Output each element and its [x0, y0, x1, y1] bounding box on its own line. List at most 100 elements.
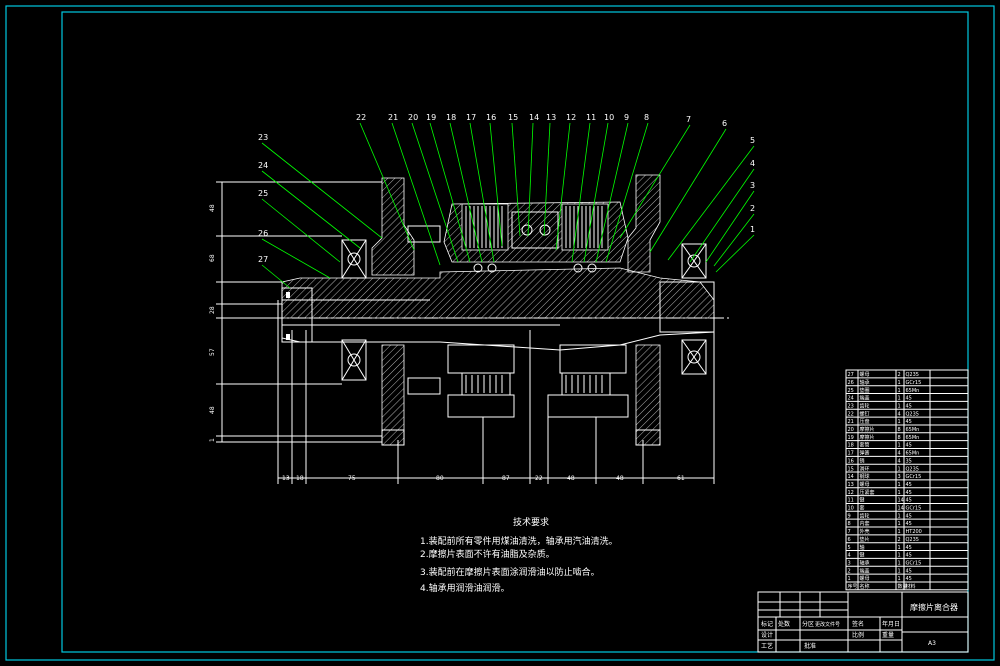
part-qty: 8 — [898, 435, 901, 441]
part-number-8: 8 — [644, 113, 649, 122]
part-number-24: 24 — [258, 161, 268, 170]
parts-header-name: 名称 — [860, 583, 870, 590]
part-number-labels: 1234567891011121314151617181920212223242… — [258, 113, 755, 264]
part-no: 5 — [848, 545, 851, 551]
part-material: 45 — [906, 513, 912, 519]
row-label-1: 处数 — [778, 620, 790, 628]
part-no: 8 — [848, 521, 851, 527]
dim-80: 80 — [436, 475, 444, 482]
part-no: 12 — [848, 490, 854, 496]
part-no: 23 — [848, 403, 854, 409]
part-number-4: 4 — [750, 159, 755, 168]
dim-48b: 48 — [616, 475, 624, 482]
leader-line-7 — [619, 124, 691, 239]
part-no: 26 — [848, 380, 854, 386]
part-qty: 2 — [898, 537, 901, 543]
clutch-assembly-section — [270, 174, 730, 446]
part-qty: 1 — [898, 529, 901, 535]
part-material: HT200 — [906, 529, 922, 535]
part-name: 垫片 — [860, 536, 870, 543]
note-3: 3.装配前在摩擦片表面涂润滑油以防止啮合。 — [420, 566, 600, 578]
part-name: 轴承 — [860, 559, 870, 566]
part-material: GCr15 — [906, 560, 922, 566]
part-number-10: 10 — [604, 113, 614, 122]
leader-line-2 — [713, 213, 755, 267]
part-qty: 1 — [898, 380, 901, 386]
part-no: 14 — [848, 474, 854, 480]
part-number-18: 18 — [446, 113, 456, 122]
part-no: 9 — [848, 513, 851, 519]
leader-line-15 — [511, 122, 521, 237]
leader-line-21 — [391, 122, 441, 266]
part-no: 18 — [848, 443, 854, 449]
dimension-lines — [216, 181, 715, 484]
part-qty: 1 — [898, 419, 901, 425]
part-qty: 1 — [898, 490, 901, 496]
part-number-1: 1 — [750, 225, 755, 234]
part-number-27: 27 — [258, 255, 268, 264]
leader-line-4 — [689, 168, 755, 263]
part-no: 27 — [848, 372, 854, 378]
part-number-21: 21 — [388, 113, 398, 122]
part-qty: 1 — [898, 545, 901, 551]
part-number-14: 14 — [529, 113, 539, 122]
leader-line-12 — [555, 122, 571, 251]
part-material: Q235 — [906, 411, 919, 417]
sheet-size: A3 — [928, 640, 936, 647]
dim-18: 18 — [296, 475, 304, 482]
leader-line-6 — [649, 128, 727, 253]
drawing-name: 摩擦片离合器 — [910, 602, 958, 612]
parts-header-qty: 数量 — [898, 583, 908, 590]
part-qty: 4 — [898, 458, 901, 464]
title-block: 摩擦片离合器 A3 标记 处数 分区 更改文件号 签名 年月日 设计 工艺 批准… — [757, 591, 969, 653]
part-number-25: 25 — [258, 189, 268, 198]
part-no: 22 — [848, 411, 854, 417]
part-number-2: 2 — [750, 204, 755, 213]
part-name: 垫圈 — [860, 387, 870, 394]
leader-line-23 — [261, 142, 383, 239]
part-qty: 1 — [898, 396, 901, 402]
row-label-0: 标记 — [761, 620, 773, 628]
ldim-1: 68 — [209, 254, 216, 262]
part-name: 轴 — [860, 544, 865, 551]
part-name: 轴承 — [860, 379, 870, 386]
lower-gear-right — [547, 344, 629, 418]
part-number-20: 20 — [408, 113, 418, 122]
leader-line-16 — [489, 122, 503, 247]
leader-line-17 — [469, 122, 495, 263]
part-qty: 4 — [898, 451, 901, 457]
part-no: 6 — [848, 537, 851, 543]
part-no: 25 — [848, 388, 854, 394]
bearing-left-lower — [341, 339, 367, 381]
part-qty: 1 — [898, 521, 901, 527]
bearing-right-upper — [681, 243, 707, 279]
dim-22: 22 — [535, 475, 543, 482]
part-no: 7 — [848, 529, 851, 535]
ldim-3: 57 — [209, 348, 216, 356]
leader-line-22 — [359, 122, 415, 251]
part-no: 21 — [848, 419, 854, 425]
part-qty: 1 — [898, 443, 901, 449]
part-number-5: 5 — [750, 136, 755, 145]
part-material: 45 — [906, 396, 912, 402]
part-name: 摩擦片 — [860, 426, 875, 433]
part-material: 65Mn — [906, 435, 920, 441]
part-name: 键 — [860, 552, 865, 559]
part-name: 销 — [860, 457, 865, 464]
leader-line-27 — [261, 264, 291, 289]
part-qty: 1 — [898, 482, 901, 488]
row-label-5: 年月日 — [882, 620, 900, 628]
dim-61: 61 — [677, 475, 685, 482]
part-no: 4 — [848, 553, 851, 559]
